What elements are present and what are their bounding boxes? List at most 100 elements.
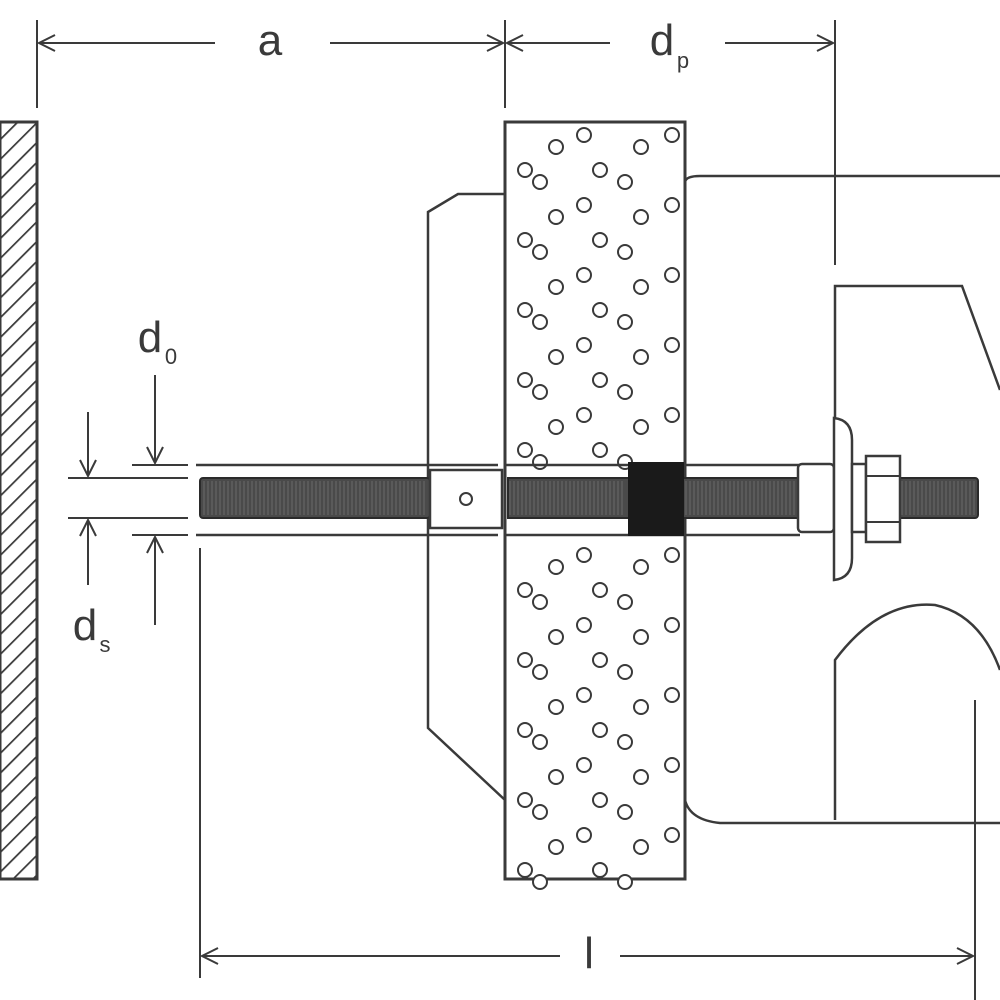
insulation-dot (576, 547, 592, 563)
insulation-dot (576, 337, 592, 353)
insulation-dot (548, 559, 564, 575)
insulation-dot (532, 804, 548, 820)
insulation-dot (517, 792, 533, 808)
insulation-dot (532, 244, 548, 260)
insulation-dot (633, 419, 649, 435)
insulation-dot (517, 162, 533, 178)
insulation-dot (576, 197, 592, 213)
insulation-dot (592, 722, 608, 738)
insulation-dot (617, 314, 633, 330)
insulation-dot (532, 594, 548, 610)
insulation-dot (548, 349, 564, 365)
cladding-element (833, 284, 1000, 422)
insulation-dot (548, 279, 564, 295)
bracket-profile (426, 192, 506, 801)
label-dp: d (650, 16, 674, 65)
insulation-dot (633, 629, 649, 645)
insulation-dot (664, 617, 680, 633)
wall-substrate (0, 120, 39, 881)
insulation-dot (576, 827, 592, 843)
label-ds-sub: s (100, 632, 111, 657)
insulation-dot (517, 652, 533, 668)
insulation-dot (617, 874, 633, 890)
insulation-dot (517, 722, 533, 738)
insulation-dot (548, 699, 564, 715)
label-a: a (258, 16, 283, 65)
insulation-dot (592, 862, 608, 878)
insulation-dot (592, 232, 608, 248)
insulation-dot (532, 874, 548, 890)
insulation-dot (592, 792, 608, 808)
insulation-dot (576, 757, 592, 773)
insulation-dot (617, 384, 633, 400)
insulation-dot (633, 139, 649, 155)
insulation-dot (664, 757, 680, 773)
insulation-dot (576, 687, 592, 703)
insulation-dot (633, 559, 649, 575)
dimension-l: l (199, 548, 973, 978)
insulation-dot (633, 769, 649, 785)
insulation-dot (532, 454, 548, 470)
rod-threads (203, 481, 975, 515)
insulation-dot (592, 582, 608, 598)
insulation-dot (532, 314, 548, 330)
insulation-dot (617, 734, 633, 750)
insulation-dot (633, 699, 649, 715)
washer-and-nut (796, 416, 902, 582)
anchor-plug (628, 462, 684, 536)
dimension-d0-ds: d 0 d s (68, 313, 188, 657)
insulation-dot (592, 442, 608, 458)
dimension-dp: d p (507, 16, 836, 265)
insulation-dot (576, 617, 592, 633)
insulation-dot (592, 652, 608, 668)
insulation-dot (548, 419, 564, 435)
insulation-dot (617, 594, 633, 610)
insulation-dot (633, 209, 649, 225)
cladding-curve (833, 603, 1000, 820)
insulation-dot (576, 267, 592, 283)
insulation-dot (532, 174, 548, 190)
insulation-dot (664, 407, 680, 423)
insulation-dot (517, 232, 533, 248)
insulation-dot (548, 769, 564, 785)
insulation-dot (592, 162, 608, 178)
insulation-dot (633, 839, 649, 855)
insulation-dot (532, 664, 548, 680)
insulation-dot (617, 244, 633, 260)
dimension-a: a (36, 16, 506, 108)
label-d0: d (138, 313, 162, 362)
facade-outline-top (683, 174, 1000, 183)
insulation-dot (548, 139, 564, 155)
insulation-dot (517, 302, 533, 318)
insulation-dots (517, 127, 680, 890)
label-dp-sub: p (677, 48, 689, 73)
insulation-dot (664, 337, 680, 353)
insulation-dot (617, 174, 633, 190)
insulation-dot (664, 197, 680, 213)
insulation-dot (532, 384, 548, 400)
threaded-rod (199, 468, 979, 530)
insulation-dot (517, 582, 533, 598)
insulation-dot (592, 302, 608, 318)
insulation-dot (592, 372, 608, 388)
insulation-dot (576, 407, 592, 423)
insulation-dot (617, 804, 633, 820)
label-l: l (584, 929, 594, 978)
insulation-dot (664, 827, 680, 843)
insulation-dot (576, 127, 592, 143)
facade-outline-bottom (683, 799, 1000, 825)
insulation-dot (617, 664, 633, 680)
insulation-dot (517, 862, 533, 878)
insulation-dot (664, 127, 680, 143)
insulation-dot (548, 839, 564, 855)
insulation-dot (664, 547, 680, 563)
insulation-dot (633, 279, 649, 295)
label-ds: d (73, 601, 97, 650)
insulation-dot (517, 442, 533, 458)
insulation-dot (548, 209, 564, 225)
insulation-dot (664, 687, 680, 703)
insulation-dot (633, 349, 649, 365)
insulation-dot (548, 629, 564, 645)
insulation-dot (664, 267, 680, 283)
